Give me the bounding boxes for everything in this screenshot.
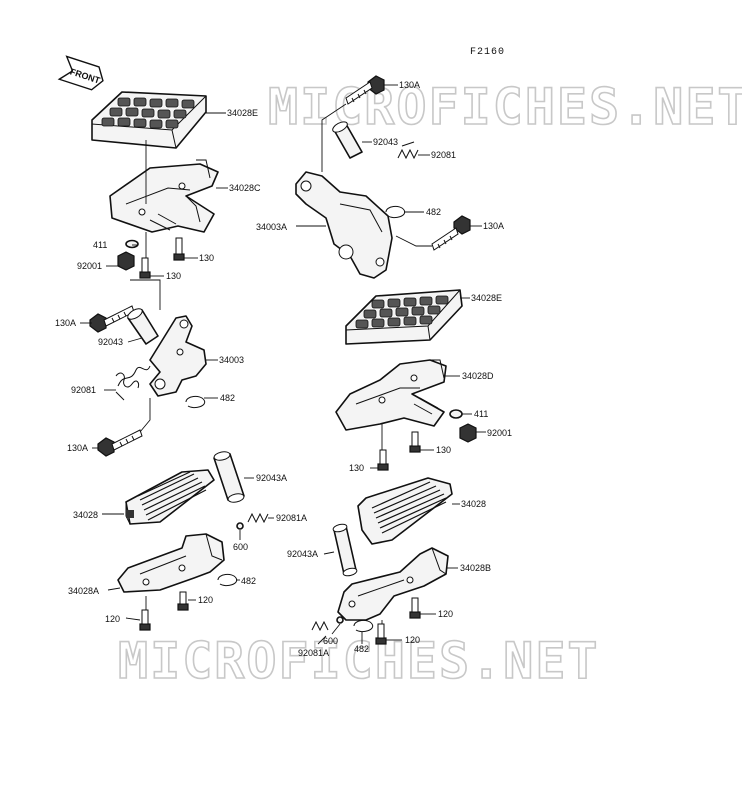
bolt-120-right-b	[375, 623, 387, 645]
washer-600-right	[336, 616, 344, 624]
bolt-130-left-b	[139, 257, 151, 279]
figure-code: F2160	[470, 47, 505, 58]
label-92081-b: 92081	[71, 385, 96, 395]
bracket-34003A	[295, 171, 393, 279]
label-130-b: 130	[166, 271, 181, 281]
pin-92043A-right	[332, 523, 358, 577]
label-600-a: 600	[233, 542, 248, 552]
footpeg-rubber-34028-right	[357, 477, 453, 545]
label-92001-a: 92001	[77, 261, 102, 271]
label-92081A-b: 92081A	[298, 648, 329, 658]
label-34003A: 34003A	[256, 222, 287, 232]
footpeg-rubber-34028-left	[125, 469, 215, 525]
clip-482-right	[385, 205, 406, 219]
label-120-a: 120	[198, 595, 213, 605]
bracket-34003	[149, 315, 207, 397]
label-92043-b: 92043	[98, 337, 123, 347]
label-34003: 34003	[219, 355, 244, 365]
bolt-130-left-a	[173, 237, 185, 261]
nut-92001-left	[117, 251, 135, 271]
label-120-b: 120	[438, 609, 453, 619]
spring-92081A-right	[311, 620, 329, 632]
bolt-130A-left-bottom	[97, 429, 143, 457]
label-92043-a: 92043	[373, 137, 398, 147]
washer-411-left	[125, 239, 139, 249]
label-411-b: 411	[474, 409, 488, 419]
label-130-d: 130	[349, 463, 364, 473]
spring-92081A-left	[247, 512, 269, 524]
bolt-120-right-a	[409, 597, 421, 619]
footpeg-34028B	[337, 547, 449, 621]
front-arrow-icon: FRONT	[57, 55, 104, 91]
footpeg-34028A	[117, 533, 225, 593]
bolt-120-left-a	[177, 591, 189, 611]
spring-92081-left	[115, 365, 151, 401]
label-130A-c: 130A	[55, 318, 76, 328]
label-130A-d: 130A	[67, 443, 88, 453]
label-482-a: 482	[426, 207, 441, 217]
label-482-d: 482	[354, 644, 369, 654]
label-130A-b: 130A	[483, 221, 504, 231]
label-120-c: 120	[105, 614, 120, 624]
label-34028-a: 34028	[461, 499, 486, 509]
label-34028C: 34028C	[229, 183, 261, 193]
bolt-130A-right-top	[345, 75, 385, 105]
label-600-b: 600	[323, 636, 338, 646]
label-92001-b: 92001	[487, 428, 512, 438]
label-34028A: 34028A	[68, 586, 99, 596]
label-34028E-b: 34028E	[471, 293, 502, 303]
footpeg-34028C	[109, 159, 219, 233]
nut-92001-right	[459, 423, 477, 443]
clip-482-left	[185, 395, 206, 409]
pin-92043-left	[127, 308, 159, 345]
footpeg-rubber-34028E-right	[345, 289, 463, 345]
label-130-a: 130	[199, 253, 214, 263]
footpeg-34028D	[335, 359, 447, 431]
bolt-130A-left-top	[89, 305, 135, 333]
watermark-bottom: MICROFICHES.NET	[118, 632, 600, 690]
label-34028E-a: 34028E	[227, 108, 258, 118]
label-34028D: 34028D	[462, 371, 494, 381]
label-482-b: 482	[220, 393, 235, 403]
label-34028-b: 34028	[73, 510, 98, 520]
label-411-a: 411	[93, 240, 107, 250]
pin-92043A-left	[213, 451, 245, 503]
label-482-c: 482	[241, 576, 256, 586]
clip-482-right-lower	[353, 619, 374, 633]
label-92043A-a: 92043A	[256, 473, 287, 483]
bolt-130A-right-mid	[431, 215, 471, 251]
label-92081A-a: 92081A	[276, 513, 307, 523]
label-92081-a: 92081	[431, 150, 456, 160]
clip-482-left-lower	[217, 573, 238, 587]
washer-411-right	[449, 409, 463, 419]
label-34028B: 34028B	[460, 563, 491, 573]
label-130A-a: 130A	[399, 80, 420, 90]
spring-92081-right	[397, 141, 419, 160]
label-120-d: 120	[405, 635, 420, 645]
label-92043A-b: 92043A	[287, 549, 318, 559]
bolt-120-left-b	[139, 609, 151, 631]
label-130-c: 130	[436, 445, 451, 455]
footpeg-rubber-34028E-left	[91, 91, 207, 149]
bolt-130-right-b	[377, 449, 389, 471]
bolt-130-right-a	[409, 431, 421, 453]
washer-600-left	[236, 522, 244, 530]
pin-92043-right	[332, 121, 363, 159]
